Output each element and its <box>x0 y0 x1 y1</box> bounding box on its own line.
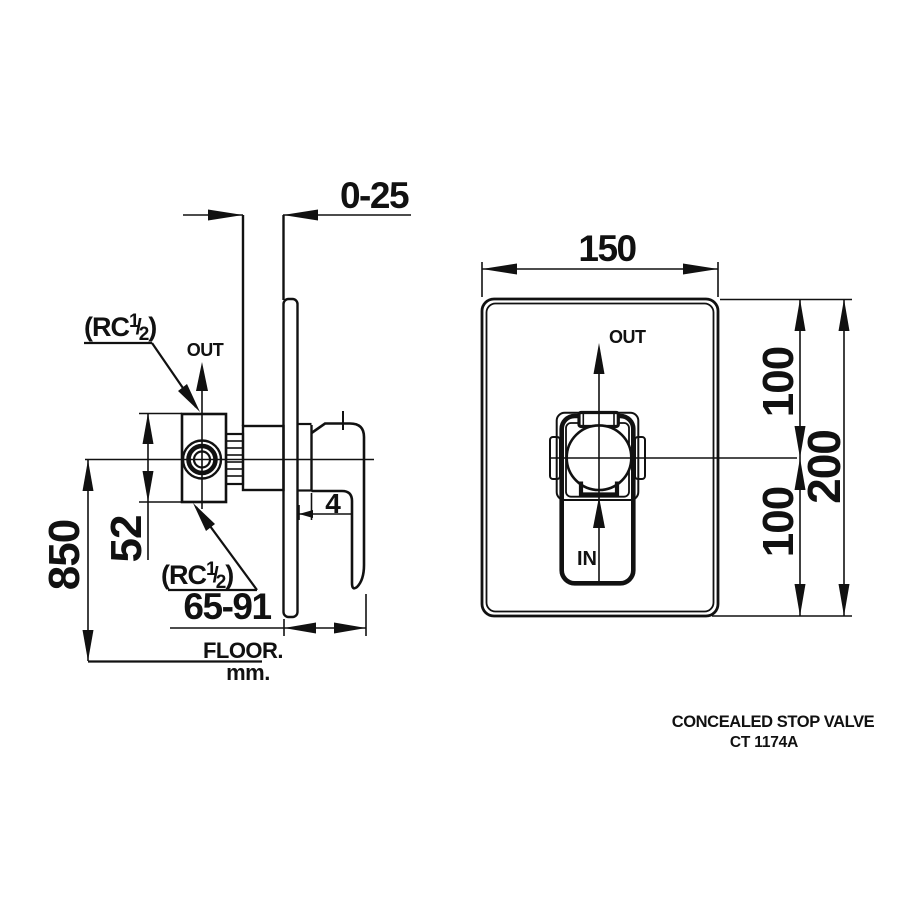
body-dim-label: 52 <box>102 516 151 563</box>
up-arrow-icon <box>593 343 605 374</box>
total-dim-label: 200 <box>798 430 850 504</box>
product-name: CONCEALED STOP VALVE <box>672 713 875 731</box>
wall-plate-side <box>282 297 299 619</box>
thread-callout-top: (RC1/2) <box>84 311 200 412</box>
arrowhead-icon <box>299 510 313 518</box>
up-arrow-icon <box>196 362 208 391</box>
wall-sleeve <box>241 424 285 492</box>
leader-arrow-icon <box>193 503 215 531</box>
arrowhead-icon <box>838 299 850 331</box>
arrowhead-icon <box>82 460 94 491</box>
arrowhead-icon <box>142 471 154 502</box>
unit-label: mm. <box>226 660 270 685</box>
up-arrow-icon <box>593 497 605 528</box>
arrowhead-icon <box>82 630 94 661</box>
arrowhead-icon <box>794 426 806 458</box>
arrowhead-icon <box>142 413 154 444</box>
arrowhead-icon <box>284 622 316 634</box>
handle-front <box>549 410 646 586</box>
gap-dim-label: 4 <box>325 488 341 519</box>
width-dim-label: 150 <box>578 228 636 269</box>
out-flow-arrow: OUT <box>593 327 647 374</box>
out-label: OUT <box>187 340 224 360</box>
gap-dimension: 4 <box>298 488 352 520</box>
width-dimension: 150 <box>481 228 719 297</box>
leader-arrow-icon <box>178 384 200 412</box>
title-block: CONCEALED STOP VALVE CT 1174A <box>672 713 875 751</box>
thread-callout-bottom: (RC1/2) <box>161 503 258 593</box>
handle-range-dimension: 65-91 <box>170 586 367 636</box>
side-view: 0-25 <box>40 175 411 685</box>
arrowhead-icon <box>683 263 718 275</box>
floor-height-dimension: 850 FLOOR. mm. <box>40 460 284 685</box>
arrowhead-icon <box>794 584 806 616</box>
body-height-dimension: 52 <box>102 412 182 563</box>
handle-side <box>298 411 366 590</box>
range-dim-label: 65-91 <box>183 586 271 627</box>
depth-dimension: 0-25 <box>183 175 411 426</box>
arrowhead-icon <box>794 458 806 490</box>
height-dim-label: 850 <box>40 520 89 590</box>
arrowhead-icon <box>208 209 243 221</box>
model-code: CT 1174A <box>730 734 798 751</box>
upper-dim-label: 100 <box>754 347 803 417</box>
thread-label: (RC1/2) <box>161 559 233 593</box>
floor-label: FLOOR. <box>203 638 283 663</box>
lever-profile <box>310 422 366 590</box>
depth-dim-label: 0-25 <box>340 175 409 216</box>
arrowhead-icon <box>334 622 366 634</box>
thread-label: (RC1/2) <box>84 311 156 345</box>
height-dimensions: 100 200 100 <box>712 298 852 617</box>
lower-dim-label: 100 <box>754 487 803 557</box>
arrowhead-icon <box>482 263 517 275</box>
arrowhead-icon <box>838 584 850 616</box>
out-flow-arrow: OUT <box>187 340 224 391</box>
arrowhead-icon <box>794 299 806 331</box>
in-flow-arrow: IN <box>577 497 605 570</box>
out-label: OUT <box>609 327 646 347</box>
in-label: IN <box>577 548 597 570</box>
arrowhead-icon <box>283 209 318 221</box>
front-view: 150 OUT IN <box>480 228 852 618</box>
